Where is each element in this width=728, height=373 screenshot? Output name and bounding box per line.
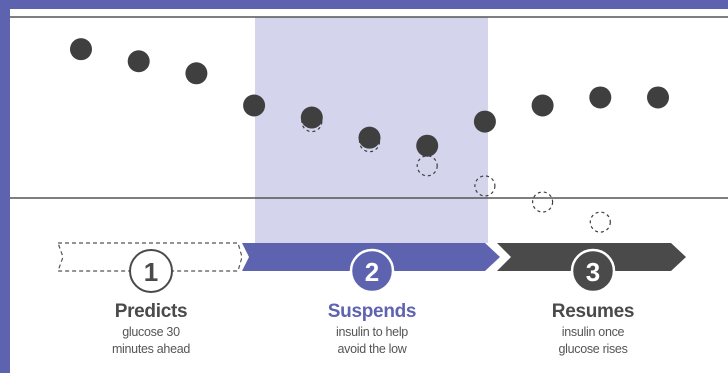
actual-reading-dot	[416, 134, 439, 157]
step-3-description-line-1: insulin once	[561, 325, 625, 339]
step-1-title: Predicts	[114, 301, 188, 322]
actual-reading-dot	[185, 62, 208, 85]
diagram-canvas: 1 2 3 Predicts glucose 30 minutes ahead …	[10, 9, 728, 373]
actual-reading-dot	[589, 86, 612, 109]
step-1-description-line-2: minutes ahead	[111, 342, 191, 356]
actual-reading-dot	[647, 86, 669, 109]
step-2-badge	[349, 248, 395, 294]
actual-reading-dot	[531, 94, 554, 117]
actual-reading-dot	[127, 50, 150, 73]
step-3-number: 3	[586, 257, 600, 287]
actual-reading-dot	[70, 38, 92, 61]
step-2-description-line-2: avoid the low	[337, 342, 407, 356]
step-3-badge	[570, 248, 616, 294]
step-2-description-line-1: insulin to help	[336, 325, 408, 339]
actual-reading-dot	[300, 106, 323, 129]
predicted-reading-dot	[531, 191, 554, 213]
step-1-description-line-1: glucose 30	[122, 325, 180, 339]
predicted-reading-dot	[589, 211, 611, 233]
insulin-suspend-diagram: 1 2 3	[10, 16, 728, 294]
step-1-number: 1	[144, 257, 158, 287]
step-2-number: 2	[365, 257, 379, 287]
predicted-reading-dot	[474, 175, 496, 197]
step-2-title: Suspends	[327, 301, 417, 322]
actual-reading-dot	[243, 94, 266, 117]
actual-reading-dot	[473, 110, 496, 133]
predicted-reading-dot	[416, 155, 438, 177]
step-3-description-line-2: glucose rises	[558, 342, 628, 356]
step-3-title: Resumes	[551, 301, 635, 322]
step-1-badge	[129, 249, 173, 293]
actual-glucose-series	[70, 38, 669, 157]
actual-reading-dot	[358, 126, 381, 149]
